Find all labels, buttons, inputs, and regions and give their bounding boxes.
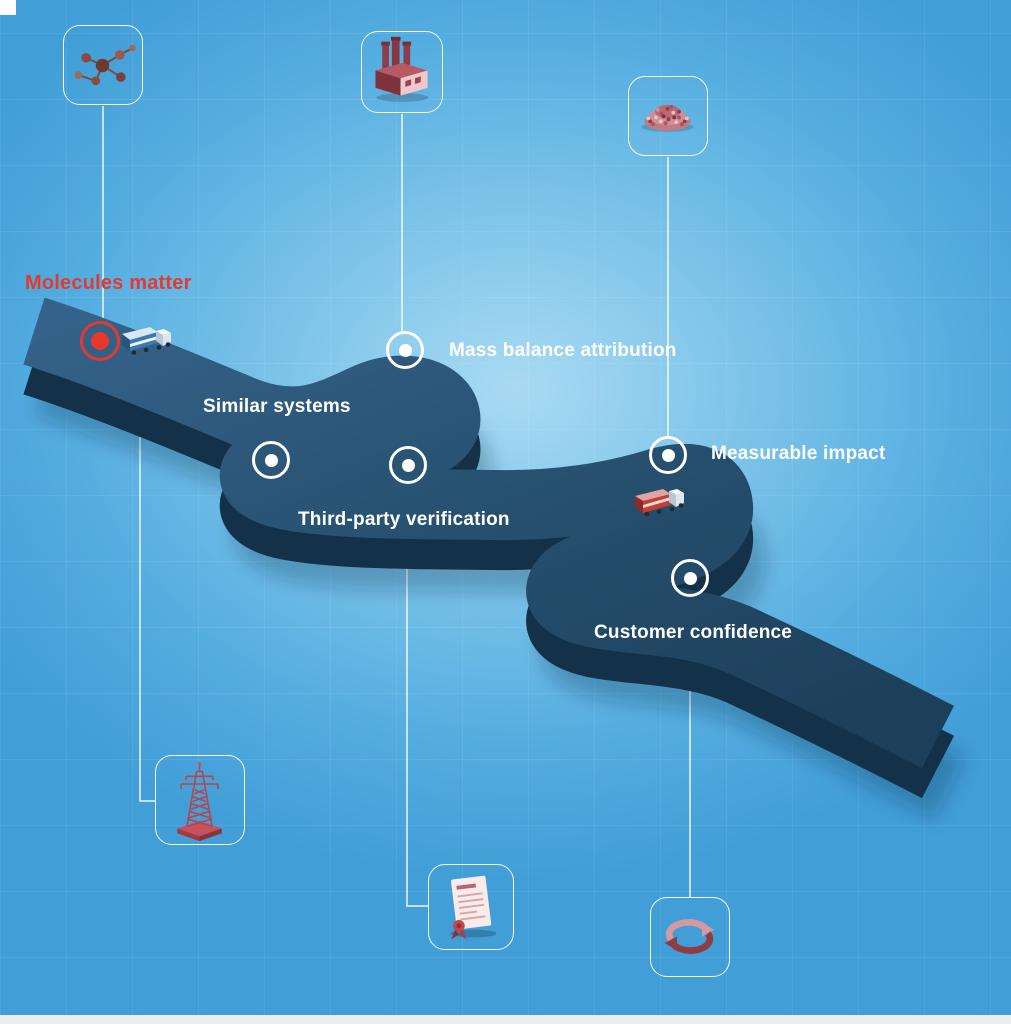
molecules-icon xyxy=(74,44,136,86)
label-similar-systems: Similar systems xyxy=(203,396,351,417)
icon-box-certificate xyxy=(428,864,514,950)
marker-dot xyxy=(661,448,675,462)
marker-dot xyxy=(91,332,109,350)
connector-line-pylon xyxy=(139,420,155,802)
marker-dot xyxy=(401,458,415,472)
waypoint-marker-start xyxy=(80,321,120,361)
icon-box-factory xyxy=(361,31,443,113)
factory-icon xyxy=(375,36,429,102)
label-measurable-impact: Measurable impact xyxy=(711,443,886,464)
shredded-plastic-icon xyxy=(641,104,694,132)
icon-box-pylon xyxy=(155,755,245,845)
waypoint-marker-similar-systems xyxy=(252,441,290,479)
page-corner-artifact xyxy=(0,0,16,15)
marker-dot xyxy=(264,453,278,467)
icon-box-shredded xyxy=(628,76,708,156)
label-customer-confidence: Customer confidence xyxy=(594,622,793,643)
recycling-loop-icon xyxy=(664,919,715,954)
journey-road xyxy=(23,297,955,769)
waypoint-marker-measurable-impact xyxy=(649,436,687,474)
icon-box-recycle xyxy=(650,897,730,977)
label-molecules-matter: Molecules matter xyxy=(25,272,192,294)
waypoint-marker-customer-confidence xyxy=(671,559,709,597)
truck-icon-blue xyxy=(122,327,171,355)
connector-line-certificate xyxy=(406,484,428,907)
marker-dot xyxy=(683,571,697,585)
icon-box-molecules xyxy=(63,25,143,105)
label-mass-balance-attribution: Mass balance attribution xyxy=(449,340,677,361)
waypoint-marker-mass-balance xyxy=(386,331,424,369)
waypoint-marker-third-party xyxy=(389,446,427,484)
marker-dot xyxy=(398,343,412,357)
power-pylon-icon xyxy=(177,762,222,842)
truck-icon-red xyxy=(635,489,684,517)
label-third-party-verification: Third-party verification xyxy=(298,509,510,530)
certificate-icon xyxy=(450,875,497,940)
page-bottom-strip xyxy=(0,1015,1011,1024)
